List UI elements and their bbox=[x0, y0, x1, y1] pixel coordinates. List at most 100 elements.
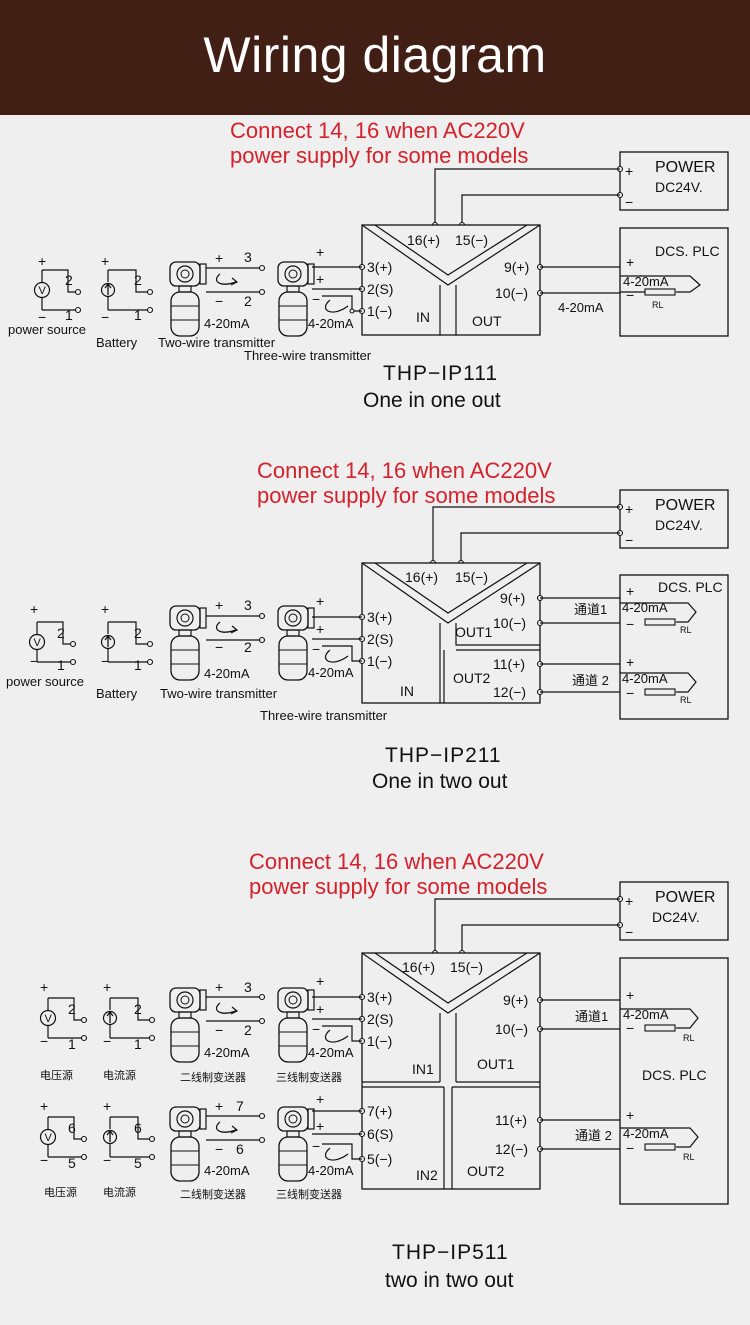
svg-text:Two-wire transmitter: Two-wire transmitter bbox=[160, 686, 278, 701]
svg-text:10(−): 10(−) bbox=[495, 285, 528, 301]
svg-text:−: − bbox=[312, 1021, 320, 1037]
svg-text:电流源: 电流源 bbox=[103, 1185, 136, 1199]
svg-text:2: 2 bbox=[57, 625, 65, 641]
svg-text:OUT1: OUT1 bbox=[477, 1056, 515, 1072]
svg-text:+: + bbox=[38, 253, 46, 269]
svg-text:POWER: POWER bbox=[655, 497, 715, 514]
svg-text:+: + bbox=[30, 601, 38, 617]
svg-text:RL: RL bbox=[683, 1152, 695, 1162]
svg-text:6: 6 bbox=[68, 1120, 76, 1136]
svg-text:1(−): 1(−) bbox=[367, 303, 392, 319]
svg-text:二线制变送器: 二线制变送器 bbox=[180, 1187, 246, 1201]
svg-text:6: 6 bbox=[134, 1120, 142, 1136]
svg-text:5: 5 bbox=[68, 1155, 76, 1171]
note-line1: Connect 14, 16 when AC220V bbox=[230, 118, 525, 143]
svg-text:−: − bbox=[215, 639, 223, 655]
svg-text:通道1: 通道1 bbox=[574, 602, 607, 617]
svg-text:power source: power source bbox=[8, 322, 86, 337]
svg-text:OUT2: OUT2 bbox=[467, 1163, 505, 1179]
svg-text:电压源: 电压源 bbox=[44, 1185, 77, 1199]
svg-text:5(−): 5(−) bbox=[367, 1151, 392, 1167]
svg-text:5: 5 bbox=[134, 1155, 142, 1171]
svg-text:4-20mA: 4-20mA bbox=[204, 666, 250, 681]
svg-text:6(S): 6(S) bbox=[367, 1126, 393, 1142]
svg-text:+: + bbox=[626, 654, 634, 670]
svg-text:Battery: Battery bbox=[96, 335, 138, 350]
svg-text:−: − bbox=[38, 309, 46, 325]
svg-text:OUT: OUT bbox=[472, 313, 502, 329]
three-wire-transmitter: + + − 4-20mA Three-wire transmitter bbox=[260, 593, 388, 723]
source-current-1: + − 2 1 电流源 bbox=[102, 979, 156, 1082]
svg-text:−: − bbox=[103, 1152, 111, 1168]
svg-text:1: 1 bbox=[134, 1036, 142, 1052]
model-desc: One in one out bbox=[363, 389, 501, 412]
svg-text:OUT1: OUT1 bbox=[455, 624, 493, 640]
svg-text:power source: power source bbox=[6, 674, 84, 689]
svg-text:DC24V.: DC24V. bbox=[655, 179, 703, 195]
svg-text:−: − bbox=[40, 1152, 48, 1168]
svg-text:−: − bbox=[215, 1141, 223, 1157]
svg-text:2: 2 bbox=[244, 293, 252, 309]
section-ip111: Connect 14, 16 when AC220V power supply … bbox=[8, 118, 729, 412]
svg-text:4-20mA: 4-20mA bbox=[622, 671, 668, 686]
svg-text:3(+): 3(+) bbox=[367, 989, 392, 1005]
svg-text:9(+): 9(+) bbox=[504, 259, 529, 275]
source-current: + − 2 1 Battery bbox=[96, 601, 154, 701]
svg-text:2: 2 bbox=[244, 1022, 252, 1038]
svg-text:1: 1 bbox=[134, 657, 142, 673]
note-line2: power supply for some models bbox=[230, 143, 528, 168]
two-wire-transmitter-1: + 3 − 2 4-20mA 二线制变送器 bbox=[169, 979, 266, 1084]
power-supply: + − POWER DC24V. bbox=[616, 151, 729, 211]
svg-text:+: + bbox=[40, 1098, 48, 1114]
svg-text:−: − bbox=[101, 653, 109, 669]
svg-text:−: − bbox=[625, 194, 633, 210]
svg-text:7: 7 bbox=[236, 1098, 244, 1114]
svg-text:+: + bbox=[626, 583, 634, 599]
svg-text:+: + bbox=[316, 973, 324, 989]
svg-text:1: 1 bbox=[65, 307, 73, 323]
svg-text:+: + bbox=[103, 979, 111, 995]
svg-text:4-20mA: 4-20mA bbox=[623, 274, 669, 289]
svg-text:3: 3 bbox=[244, 249, 252, 265]
svg-text:4-20mA: 4-20mA bbox=[623, 1126, 669, 1141]
source-voltage: + − 2 1 power source bbox=[6, 601, 84, 689]
svg-text:16(+): 16(+) bbox=[407, 232, 440, 248]
svg-text:1(−): 1(−) bbox=[367, 653, 392, 669]
svg-text:−: − bbox=[103, 1033, 111, 1049]
svg-text:4-20mA: 4-20mA bbox=[308, 1163, 354, 1178]
svg-text:16(+): 16(+) bbox=[405, 569, 438, 585]
svg-text:10(−): 10(−) bbox=[495, 1021, 528, 1037]
svg-text:RL: RL bbox=[680, 695, 692, 705]
note-line2: power supply for some models bbox=[257, 483, 555, 508]
svg-text:2: 2 bbox=[68, 1001, 76, 1017]
svg-text:4-20mA: 4-20mA bbox=[308, 1045, 354, 1060]
svg-text:2(S): 2(S) bbox=[367, 631, 393, 647]
section-ip511: Connect 14, 16 when AC220V power supply … bbox=[39, 849, 729, 1292]
source-voltage-2: + − 6 5 电压源 bbox=[39, 1098, 88, 1199]
svg-text:4-20mA: 4-20mA bbox=[558, 300, 604, 315]
svg-text:6: 6 bbox=[236, 1141, 244, 1157]
svg-text:通道 2: 通道 2 bbox=[572, 673, 609, 688]
svg-text:−: − bbox=[312, 1138, 320, 1154]
svg-text:+: + bbox=[215, 979, 223, 995]
svg-text:Three-wire transmitter: Three-wire transmitter bbox=[260, 708, 388, 723]
note-line1: Connect 14, 16 when AC220V bbox=[249, 849, 544, 874]
source-current: + − 2 1 Battery bbox=[96, 253, 154, 350]
svg-text:−: − bbox=[30, 653, 38, 669]
svg-text:−: − bbox=[626, 287, 634, 303]
page-title: Wiring diagram bbox=[203, 27, 547, 83]
svg-text:+: + bbox=[626, 987, 634, 1003]
svg-text:POWER: POWER bbox=[655, 159, 715, 176]
svg-text:−: − bbox=[626, 685, 634, 701]
svg-text:+: + bbox=[625, 163, 633, 179]
svg-text:DCS. PLC: DCS. PLC bbox=[642, 1067, 707, 1083]
source-voltage-1: + − 2 1 电压源 bbox=[39, 979, 88, 1082]
svg-text:电流源: 电流源 bbox=[103, 1068, 136, 1082]
svg-text:通道 2: 通道 2 bbox=[575, 1128, 612, 1143]
svg-text:4-20mA: 4-20mA bbox=[623, 1007, 669, 1022]
svg-text:+: + bbox=[625, 893, 633, 909]
module-box: 16(+) 15(−) 3(+) 2(S) 1(−) IN 9(+) 10(−)… bbox=[361, 224, 541, 336]
svg-text:通道1: 通道1 bbox=[575, 1009, 608, 1024]
